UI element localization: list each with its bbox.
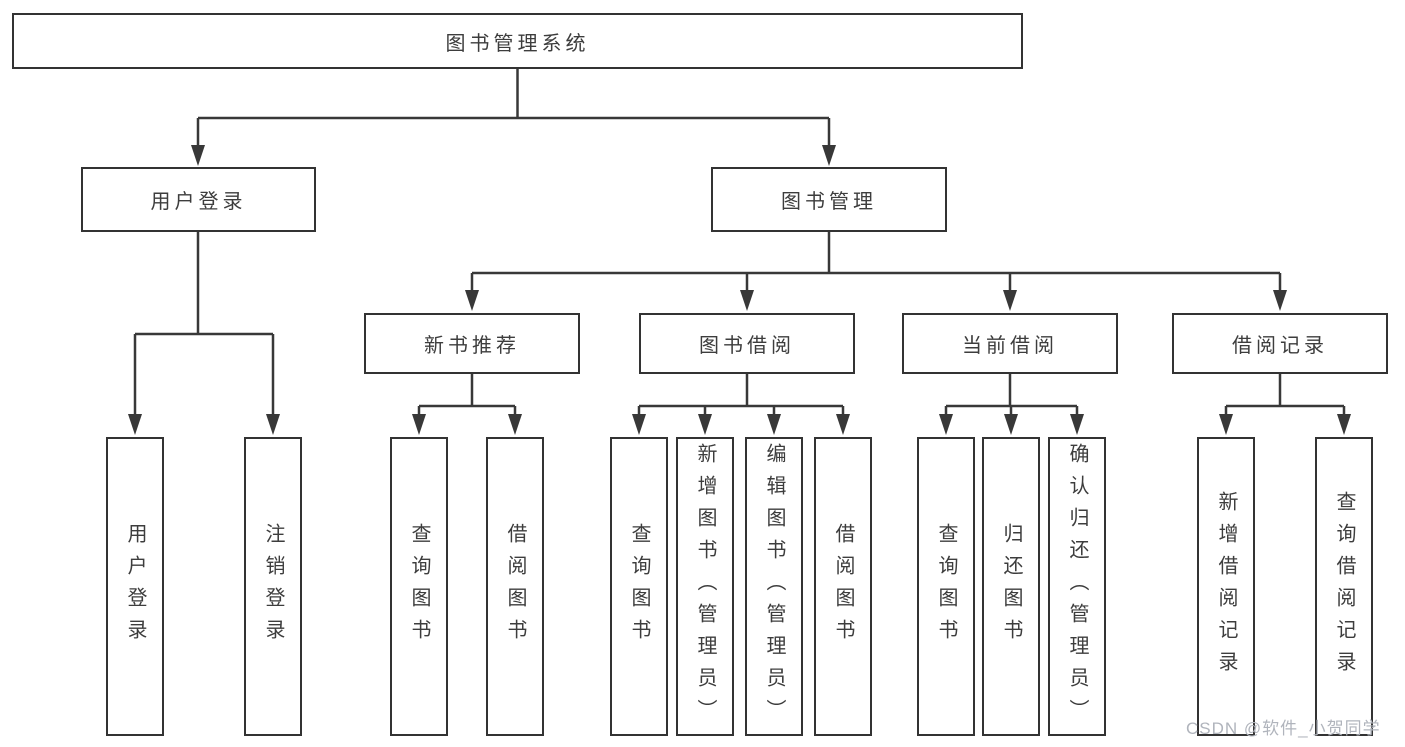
node-label: 注销登录 [262,522,284,651]
node-label: 借阅图书 [504,522,526,651]
node-label: 用户登录 [124,522,146,651]
node-label: 当前借阅 [962,335,1058,357]
node-label: 新增图书（管理员） [694,442,716,731]
node-book-borrowing: 图书借阅 [639,313,855,374]
leaf-borrow-books-recommend: 借阅图书 [486,437,544,736]
node-label: 确认归还（管理员） [1066,442,1088,731]
node-label: 归还图书 [1000,522,1022,651]
leaf-logout: 注销登录 [244,437,302,736]
node-borrowing-records: 借阅记录 [1172,313,1388,374]
node-label: 用户登录 [150,191,247,213]
csdn-watermark: CSDN @软件_小贺同学 [1186,719,1381,738]
node-label: 新书推荐 [424,335,520,357]
node-root-library-system: 图书管理系统 [12,13,1023,69]
leaf-query-books-recommend: 查询图书 [390,437,448,736]
node-label: 图书管理系统 [445,32,590,55]
node-label: 借阅记录 [1232,335,1328,357]
leaf-add-books-admin: 新增图书（管理员） [676,437,734,736]
leaf-confirm-return-admin: 确认归还（管理员） [1048,437,1106,736]
node-label: 图书借阅 [699,335,795,357]
leaf-borrow-books: 借阅图书 [814,437,872,736]
node-label: 查询借阅记录 [1333,490,1355,683]
node-new-book-recommend: 新书推荐 [364,313,580,374]
node-label: 查询图书 [935,522,957,651]
leaf-edit-books-admin: 编辑图书（管理员） [745,437,803,736]
leaf-return-books: 归还图书 [982,437,1040,736]
node-label: 图书管理 [781,191,877,213]
node-user-login: 用户登录 [81,167,316,232]
node-label: 新增借阅记录 [1215,490,1237,683]
node-label: 查询图书 [408,522,430,651]
leaf-add-borrow-record: 新增借阅记录 [1197,437,1255,736]
leaf-query-books-borrow: 查询图书 [610,437,668,736]
leaf-query-borrow-record: 查询借阅记录 [1315,437,1373,736]
leaf-query-books-current: 查询图书 [917,437,975,736]
node-label: 查询图书 [628,522,650,651]
node-label: 编辑图书（管理员） [763,442,785,731]
node-label: 借阅图书 [832,522,854,651]
arrowheads [128,145,1351,435]
node-current-borrowing: 当前借阅 [902,313,1118,374]
node-book-management: 图书管理 [711,167,947,232]
leaf-user-login: 用户登录 [106,437,164,736]
